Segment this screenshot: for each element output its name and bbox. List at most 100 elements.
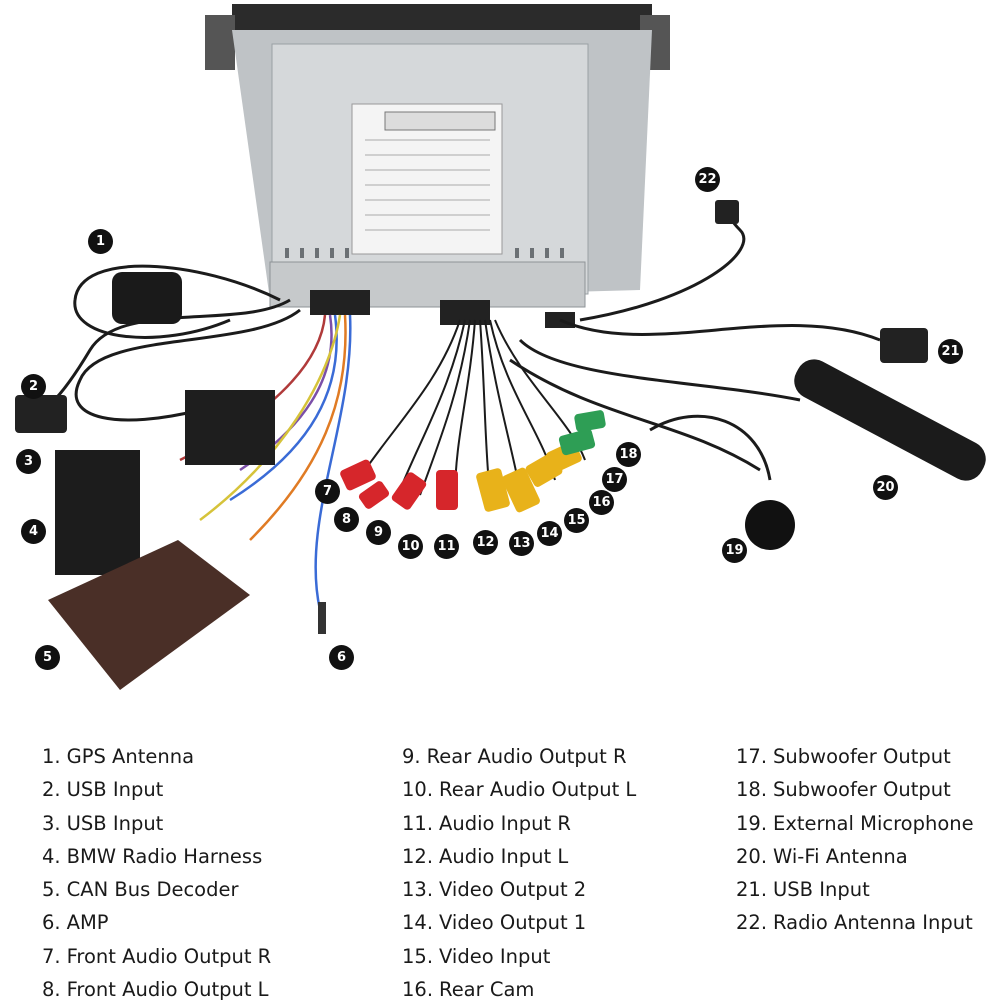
legend-number: 15. [402,944,434,968]
legend-item: 7.Front Audio Output R [42,940,271,973]
can-bus-box [48,540,250,690]
callout-15: 15 [564,508,589,533]
legend-item: 9.Rear Audio Output R [402,740,636,773]
legend-number: 22. [736,911,768,935]
legend-item: 19.External Microphone [736,807,974,840]
gps-antenna [112,272,182,324]
legend-number: 5. [42,878,61,902]
callout-20: 20 [873,475,898,500]
legend-item: 4.BMW Radio Harness [42,840,271,873]
rca-cables [364,319,586,496]
legend-column-2: 9.Rear Audio Output R 10.Rear Audio Outp… [402,740,636,1006]
legend-item: 21.USB Input [736,873,974,906]
legend-number: 21. [736,878,768,902]
legend-label: Audio Input L [439,844,569,868]
callout-12: 12 [473,530,498,555]
legend-label: Rear Audio Output L [439,778,637,802]
wiring-illustration [15,4,986,690]
legend-column-1: 1.GPS Antenna 2.USB Input 3.USB Input 4.… [42,740,271,1006]
legend-label: External Microphone [773,811,974,835]
legend-column-3: 17.Subwoofer Output 18.Subwoofer Output … [736,740,974,940]
legend-item: 15.Video Input [402,940,636,973]
legend-item: 10.Rear Audio Output L [402,773,636,806]
callout-13: 13 [509,531,534,556]
legend-item: 17.Subwoofer Output [736,740,974,773]
legend-label: Radio Antenna Input [773,911,973,935]
legend-label: Video Output 1 [439,911,587,935]
legend-label: USB Input [773,878,870,902]
legend-number: 7. [42,944,61,968]
wifi-antenna [794,359,986,481]
bmw-plug [55,450,140,575]
callout-1: 1 [88,229,113,254]
legend-number: 1. [42,745,61,768]
callout-22: 22 [695,167,720,192]
callout-4: 4 [21,519,46,544]
legend-number: 13. [402,878,434,902]
legend-number: 14. [402,911,434,935]
legend-item: 8.Front Audio Output L [42,973,271,1006]
usb-input-plug [880,328,928,363]
amp-lead [318,602,326,634]
legend-label: GPS Antenna [66,745,195,768]
usb-connector [15,395,67,433]
legend-label: Wi-Fi Antenna [773,844,908,868]
legend-label: BMW Radio Harness [66,844,263,868]
callout-10: 10 [398,534,423,559]
radio-antenna-plug [715,200,739,224]
legend-label: Front Audio Output R [66,944,272,968]
legend-item: 13.Video Output 2 [402,873,636,906]
harness-wires [179,314,352,611]
callout-18: 18 [616,442,641,467]
legend-label: CAN Bus Decoder [66,878,239,902]
rca-plugs [340,410,606,513]
head-unit [205,4,670,328]
legend-label: Subwoofer Output [773,745,951,768]
legend-number: 17. [736,745,768,768]
legend-number: 11. [402,811,434,835]
callout-9: 9 [366,520,391,545]
callout-3: 3 [16,449,41,474]
legend-item: 6.AMP [42,906,271,939]
legend-label: Rear Audio Output R [426,745,627,768]
legend-number: 16. [402,978,434,1002]
legend-number: 2. [42,778,61,802]
microphone [745,500,795,550]
legend-label: Rear Cam [439,978,535,1002]
legend-label: Video Output 2 [439,878,587,902]
legend-number: 6. [42,911,61,935]
legend-number: 10. [402,778,434,802]
callout-8: 8 [334,507,359,532]
callout-14: 14 [537,521,562,546]
callout-2: 2 [21,374,46,399]
legend-number: 8. [42,978,61,1002]
callout-17: 17 [602,467,627,492]
legend-item: 11.Audio Input R [402,807,636,840]
callout-6: 6 [329,645,354,670]
callout-11: 11 [434,534,459,559]
legend-number: 19. [736,811,768,835]
callout-21: 21 [938,339,963,364]
legend-number: 4. [42,844,61,868]
legend-number: 12. [402,844,434,868]
legend-item: 2.USB Input [42,773,271,806]
legend-label: USB Input [66,778,164,802]
legend-item: 18.Subwoofer Output [736,773,974,806]
legend-item: 1.GPS Antenna [42,740,271,773]
legend-label: USB Input [66,811,164,835]
callout-16: 16 [589,490,614,515]
legend-number: 20. [736,844,768,868]
legend-item: 14.Video Output 1 [402,906,636,939]
callout-19: 19 [722,538,747,563]
legend-item: 3.USB Input [42,807,271,840]
legend-item: 12.Audio Input L [402,840,636,873]
callout-5: 5 [35,645,60,670]
decoder-module [185,390,275,465]
legend-item: 22.Radio Antenna Input [736,906,974,939]
callout-7: 7 [315,479,340,504]
legend-number: 3. [42,811,61,835]
product-photo: 1 2 3 4 5 6 7 8 9 10 11 12 13 14 15 16 1… [15,4,986,690]
legend-label: Audio Input R [439,811,571,835]
legend-number: 18. [736,778,768,802]
legend-item: 5.CAN Bus Decoder [42,873,271,906]
